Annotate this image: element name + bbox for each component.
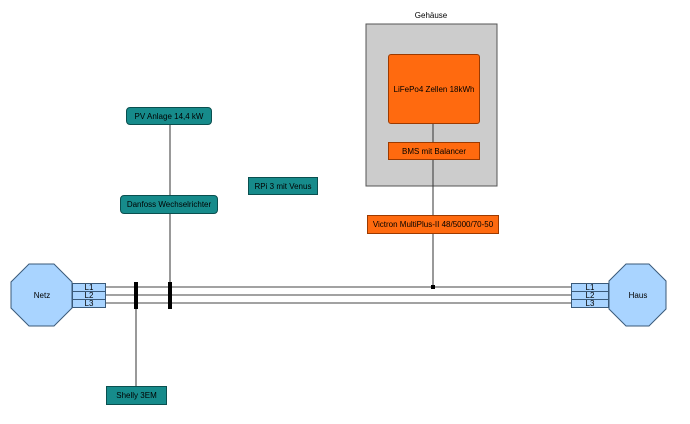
pv-system-box: PV Anlage 14,4 kW: [126, 107, 212, 125]
battery-cells-box: LiFePo4 Zellen 18kWh: [388, 54, 480, 124]
pv-inverter-label: Danfoss Wechselrichter: [126, 200, 212, 209]
grid-node: [10, 263, 73, 327]
grid-phase-l3: L3: [72, 299, 106, 308]
energy-meter-box: Shelly 3EM: [106, 386, 167, 405]
grid-label: Netz: [33, 290, 51, 300]
victron-label: Victron MultiPlus-II 48/5000/70-50: [372, 220, 494, 229]
bms-box: BMS mit Balancer: [388, 142, 480, 160]
inverter-clamp: [168, 282, 172, 309]
bms-label: BMS mit Balancer: [401, 146, 467, 156]
pv-inverter-box: Danfoss Wechselrichter: [120, 195, 218, 214]
house-node: [608, 263, 667, 327]
house-phase-l3: L3: [571, 299, 609, 308]
victron-box: Victron MultiPlus-II 48/5000/70-50: [367, 215, 499, 234]
meter-clamp: [134, 282, 138, 309]
battery-cells-label: LiFePo4 Zellen 18kWh: [393, 84, 475, 94]
raspberry-label: RPi 3 mit Venus: [254, 181, 312, 191]
pv-system-label: PV Anlage 14,4 kW: [134, 111, 204, 121]
housing-title: Gehäuse: [414, 10, 448, 20]
raspberry-box: RPi 3 mit Venus: [248, 177, 318, 195]
house-label: Haus: [628, 290, 648, 300]
victron-junction: [431, 285, 435, 289]
energy-meter-label: Shelly 3EM: [116, 391, 157, 400]
